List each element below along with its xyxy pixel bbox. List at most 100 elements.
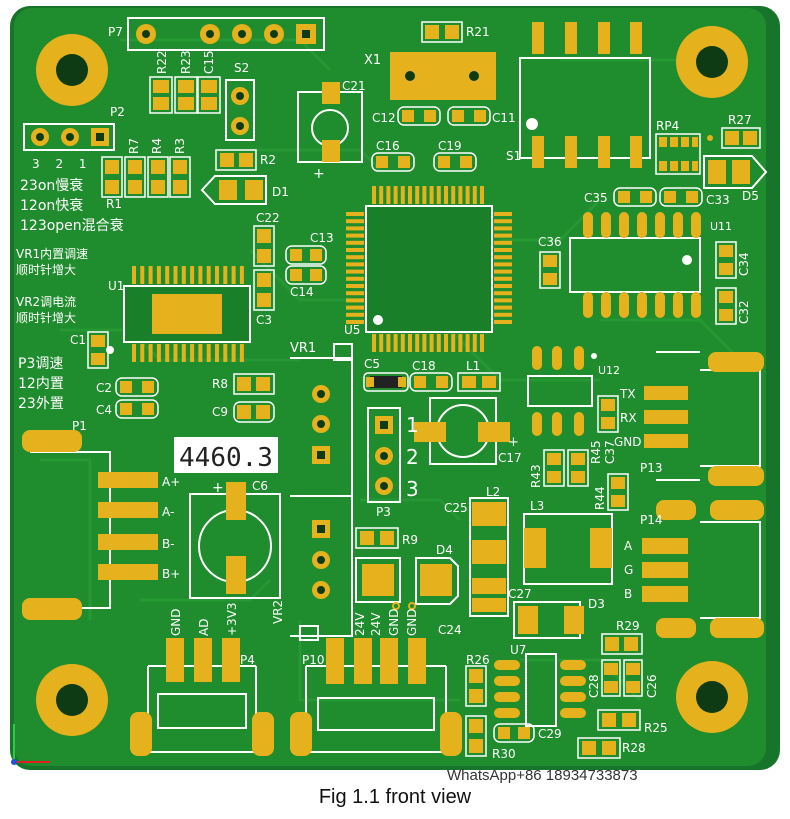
s2-jumper xyxy=(225,79,255,141)
p3-jumper xyxy=(367,407,401,503)
u1-pin xyxy=(239,344,244,362)
label-r2: R2 xyxy=(260,153,276,167)
note-p2-mode-1: 23on慢衰 xyxy=(20,177,83,194)
label-p14-a: A xyxy=(624,539,633,553)
label-c17-plus: + xyxy=(508,435,519,450)
mounting-hole-bl xyxy=(36,664,108,736)
label-r27: R27 xyxy=(728,113,752,127)
label-c35: C35 xyxy=(584,191,608,205)
r29-c28-c26-pads xyxy=(601,633,643,697)
label-c21-plus: + xyxy=(313,166,325,182)
qfp-pin xyxy=(393,186,398,204)
qfp-pin xyxy=(346,305,364,310)
c18-l1-pads xyxy=(409,372,501,392)
qfp-pin xyxy=(346,312,364,317)
p10-connector xyxy=(290,638,462,756)
label-c26: C26 xyxy=(645,674,659,698)
label-p14: P14 xyxy=(640,513,663,527)
label-p13: P13 xyxy=(640,461,663,475)
qfp-pin xyxy=(494,284,512,288)
label-p7: P7 xyxy=(108,25,123,39)
label-c11: C11 xyxy=(492,111,516,125)
c2-c4-pads xyxy=(115,377,159,419)
label-c37: C37 xyxy=(603,440,617,464)
qfp-pin xyxy=(346,226,364,231)
u1-pin xyxy=(215,344,219,362)
u1-pin xyxy=(140,266,145,284)
label-c2: C2 xyxy=(96,381,112,395)
label-c36: C36 xyxy=(538,235,562,249)
qfp-pin xyxy=(422,186,427,204)
c16-c19-pads xyxy=(371,152,477,172)
u1-pin xyxy=(198,266,203,284)
label-c4: C4 xyxy=(96,403,112,417)
c5-component xyxy=(363,372,409,392)
label-p2-pins: 3 2 1 xyxy=(32,157,93,171)
qfp-pin xyxy=(422,334,427,352)
label-c1: C1 xyxy=(70,333,86,347)
label-r29: R29 xyxy=(616,619,640,633)
qfp-pin xyxy=(393,334,398,352)
label-p3-3: 3 xyxy=(406,477,419,501)
label-a-minus: A- xyxy=(162,505,174,519)
qfp-pin xyxy=(346,298,364,303)
r1-r7-r4-r3-pads xyxy=(101,156,191,198)
label-u1: U1 xyxy=(108,279,124,293)
qfp-pin xyxy=(444,334,448,352)
r22-r23-c15-pads xyxy=(153,80,217,110)
qfp-pin xyxy=(346,320,364,324)
u1-pin xyxy=(140,344,145,362)
qfp-pin xyxy=(494,298,512,303)
u1-pin xyxy=(223,344,228,362)
p14-connector xyxy=(642,500,764,638)
u1-pin xyxy=(148,266,153,284)
note-vr1-a: VR1内置调速 xyxy=(16,247,88,261)
label-l2: L2 xyxy=(486,485,500,499)
label-p3: P3 xyxy=(376,505,391,519)
qfp-pin xyxy=(465,186,470,204)
label-p2: P2 xyxy=(110,105,125,119)
p2-header xyxy=(23,123,115,151)
qfp-pin xyxy=(346,248,364,252)
label-c5: C5 xyxy=(364,357,380,371)
qfp-pin xyxy=(346,240,364,245)
label-r21: R21 xyxy=(466,25,490,39)
note-p2-mode-3: 123open混合衰 xyxy=(20,217,124,234)
u1-pin xyxy=(231,344,236,362)
label-c34: C34 xyxy=(737,252,751,276)
label-r25: R25 xyxy=(644,721,668,735)
label-c18: C18 xyxy=(412,359,436,373)
qfp-pin xyxy=(346,219,364,224)
r43-r44-r45-c37-pads xyxy=(543,395,629,511)
c34-c32-pads xyxy=(715,241,737,325)
label-r26: R26 xyxy=(466,653,490,667)
qfp-pin xyxy=(494,233,512,238)
qfp-pin xyxy=(379,186,384,204)
label-r43: R43 xyxy=(529,464,543,488)
origin-axes-icon xyxy=(11,724,50,765)
label-c21: C21 xyxy=(342,79,366,93)
u1-pin xyxy=(223,266,228,284)
label-d3: D3 xyxy=(588,597,605,611)
r8-c9-pads xyxy=(233,373,275,423)
l3-inductor xyxy=(523,513,613,585)
label-c22: C22 xyxy=(256,211,280,225)
label-r8: R8 xyxy=(212,377,228,391)
label-gnd-uart: GND xyxy=(614,435,642,449)
label-r7: R7 xyxy=(127,138,141,154)
qfp-pin xyxy=(494,312,512,317)
qfp-pin xyxy=(372,334,376,352)
note-p3-b: 12内置 xyxy=(18,376,64,392)
label-d5: D5 xyxy=(742,189,759,203)
u1-pin xyxy=(181,344,186,362)
u1-pin xyxy=(173,266,178,284)
qfp-pin xyxy=(494,262,512,267)
label-c3: C3 xyxy=(256,313,272,327)
label-r44: R44 xyxy=(593,486,607,510)
p1-connector xyxy=(22,430,158,620)
u1-pin xyxy=(132,344,136,362)
u12-ic xyxy=(527,346,597,436)
u11-ic xyxy=(569,212,701,318)
label-rx: RX xyxy=(620,411,637,425)
label-d1: D1 xyxy=(272,185,289,199)
